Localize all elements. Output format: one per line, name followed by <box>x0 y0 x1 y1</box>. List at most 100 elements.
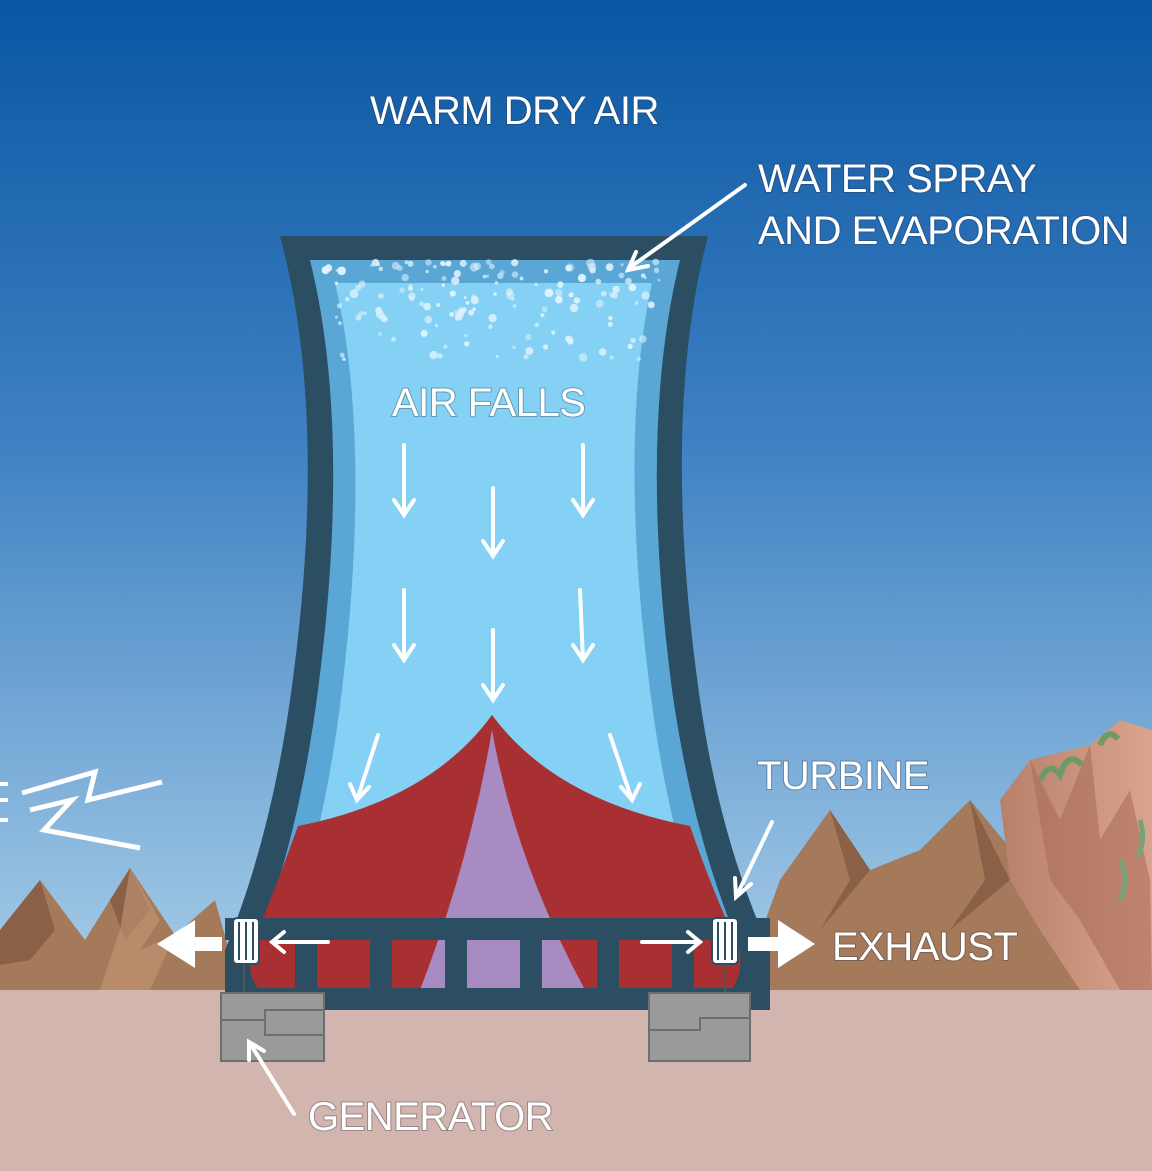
water-droplet <box>541 306 548 313</box>
label-air-falls: AIR FALLS <box>392 381 585 425</box>
water-droplet <box>378 293 384 299</box>
tower-air <box>290 283 705 925</box>
water-droplet <box>512 345 516 350</box>
water-droplet <box>630 337 636 344</box>
water-droplet <box>441 283 446 287</box>
water-droplet <box>595 299 604 308</box>
water-droplet <box>634 301 639 305</box>
water-droplet <box>404 260 409 265</box>
water-droplet <box>485 274 489 278</box>
water-droplet <box>640 273 646 278</box>
water-droplet <box>525 347 534 355</box>
water-droplet <box>652 258 660 266</box>
turbine-shafts <box>243 964 726 995</box>
arrow-icon <box>247 1038 296 1116</box>
water-droplet <box>459 259 467 267</box>
water-droplet <box>471 294 477 300</box>
generator-icon <box>648 992 751 1062</box>
water-droplet <box>449 290 456 297</box>
water-droplet <box>625 277 632 285</box>
water-droplet <box>391 261 400 270</box>
water-droplet <box>511 271 519 278</box>
water-droplet <box>494 281 499 285</box>
arrow-icon <box>392 588 416 664</box>
water-droplet <box>569 303 579 313</box>
water-droplet <box>436 303 441 307</box>
water-droplet <box>628 283 637 292</box>
mountains-right <box>740 720 1152 990</box>
water-droplet <box>441 276 447 281</box>
water-droplet <box>578 353 588 362</box>
water-droplet <box>363 311 367 316</box>
base-flow-arrows <box>268 930 704 954</box>
water-droplet <box>534 322 540 328</box>
arrow-icon <box>748 920 815 968</box>
water-droplet <box>607 321 613 327</box>
water-droplet <box>339 352 345 358</box>
pointer-lines <box>247 183 774 1116</box>
water-droplet <box>609 355 614 360</box>
water-droplet <box>453 270 461 278</box>
water-droplet <box>600 290 607 297</box>
water-droplet <box>540 313 545 318</box>
arrow-icon <box>481 628 505 704</box>
lightning-bolt-icon <box>0 768 163 851</box>
water-droplet <box>337 303 342 309</box>
water-droplet <box>544 288 554 298</box>
arrow-icon <box>733 820 774 902</box>
water-droplet <box>519 276 524 281</box>
water-droplet <box>605 263 614 271</box>
water-droplet <box>434 324 438 328</box>
water-droplet <box>377 332 382 336</box>
water-droplet <box>620 263 624 267</box>
label-warm-dry-air: WARM DRY AIR <box>370 89 659 133</box>
water-droplet <box>568 292 574 298</box>
water-droplet <box>586 258 596 268</box>
water-droplet <box>358 311 364 317</box>
water-droplet <box>627 343 633 350</box>
arrow-icon <box>571 443 595 519</box>
water-droplet <box>391 336 397 342</box>
water-droplet <box>595 278 602 285</box>
water-droplet <box>565 264 572 272</box>
water-droplet <box>636 356 641 362</box>
water-droplet <box>657 278 661 282</box>
arrow-icon <box>571 588 595 664</box>
arrow-icon <box>640 930 704 954</box>
water-droplet <box>451 276 460 285</box>
air-flow-arrows <box>348 443 642 804</box>
water-droplet <box>443 344 448 349</box>
arrow-icon <box>624 183 747 273</box>
water-droplet <box>511 259 519 267</box>
exhaust-arrows <box>157 920 815 968</box>
water-droplet <box>612 285 620 294</box>
water-droplet <box>525 333 532 341</box>
water-droplet <box>456 310 464 319</box>
water-droplet <box>408 283 413 289</box>
water-droplet <box>489 263 495 270</box>
water-droplet <box>551 330 556 335</box>
water-droplet <box>449 312 455 317</box>
water-droplet <box>399 287 405 293</box>
turbine-icon <box>711 917 739 965</box>
water-droplet <box>608 315 613 321</box>
water-droplet <box>506 291 515 300</box>
water-droplet <box>433 264 437 269</box>
water-droplet <box>334 315 339 319</box>
arrow-icon <box>392 443 416 519</box>
water-droplet <box>555 295 563 304</box>
water-droplet <box>437 353 443 359</box>
water-droplet <box>378 266 384 272</box>
water-droplet <box>565 336 574 344</box>
water-droplet <box>423 302 431 311</box>
water-droplet <box>407 260 414 267</box>
water-droplet <box>349 289 359 299</box>
water-droplet <box>370 263 375 267</box>
water-droplet <box>440 261 446 266</box>
ground <box>0 990 1152 1171</box>
tower-base-structure <box>225 918 770 1010</box>
water-droplet <box>523 354 529 360</box>
water-droplet <box>557 281 564 288</box>
arrow-icon <box>608 733 642 804</box>
water-droplet <box>425 259 432 266</box>
